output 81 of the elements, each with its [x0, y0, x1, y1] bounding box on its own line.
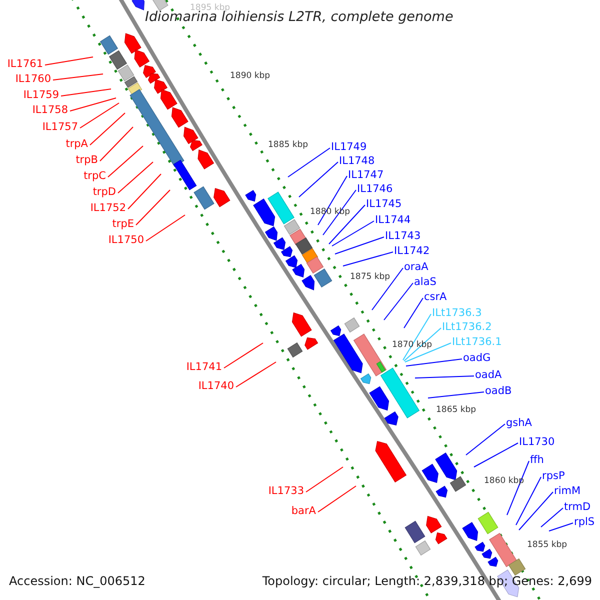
gene-label: ILt1736.1 [452, 336, 502, 348]
leader-line [100, 126, 134, 162]
gene-label: trpE [112, 218, 134, 230]
gene-label: IL1759 [23, 89, 59, 101]
gene-label: IL1741 [186, 361, 222, 373]
gene-label: IL1742 [394, 245, 430, 257]
leader-line [306, 466, 344, 492]
gene-label: ffh [530, 454, 544, 466]
gene-label: rimM [554, 485, 581, 497]
gene-label: csrA [424, 291, 447, 303]
leader-line [288, 148, 330, 178]
scale-label: 1855 kbp [527, 540, 568, 550]
gene-label: IL1761 [7, 58, 43, 70]
gene-label: IL1758 [32, 104, 68, 116]
leader-line [506, 460, 530, 516]
leader-line [136, 190, 170, 226]
leader-line [90, 112, 126, 146]
leader-line [428, 392, 484, 398]
scale-label: 1890 kbp [230, 71, 270, 81]
gene-label: oadG [463, 352, 491, 364]
gene-label: IL1747 [348, 169, 384, 181]
gene-label: oadA [475, 369, 502, 381]
leader-line [118, 162, 154, 194]
gene-label: IL1733 [268, 485, 304, 497]
gene-label: oraA [404, 261, 428, 273]
gene-label: barA [291, 505, 316, 517]
leader-line [334, 236, 384, 254]
leader-line [332, 220, 374, 246]
gene-label: rpsP [542, 470, 565, 482]
gene-label: trpD [92, 186, 116, 198]
leader-line [540, 508, 564, 528]
gene-label: IL1748 [339, 155, 375, 167]
footer-text: Accession: NC_006512 [9, 574, 146, 588]
leader-line [298, 162, 338, 198]
gene-label: IL1746 [357, 183, 393, 195]
gene-label: IL1740 [198, 380, 234, 392]
leader-line [128, 174, 162, 210]
scale-label: 1865 kbp [436, 405, 476, 415]
scale-label: 1885 kbp [268, 140, 308, 150]
leader-line [342, 252, 394, 266]
leader-line [108, 146, 144, 178]
leader-line [44, 56, 94, 66]
leader-line [318, 486, 356, 512]
leader-line [372, 268, 404, 310]
leader-line [414, 376, 474, 378]
leader-line [516, 476, 542, 526]
gene-label: IL1743 [385, 230, 421, 242]
scale-label: 1875 kbp [350, 272, 390, 282]
leader-line [548, 522, 574, 532]
gene-label: IL1744 [375, 214, 411, 226]
gene-label: IL1730 [519, 436, 555, 448]
gene-label: IL1757 [42, 121, 78, 133]
gene-label: oadB [485, 385, 512, 397]
gene-label: IL1750 [108, 234, 144, 246]
gene-label: IL1752 [90, 202, 126, 214]
gene-label: trpA [66, 138, 88, 150]
gene-label: ILt1736.3 [432, 307, 482, 319]
leader-line [80, 102, 120, 128]
gene-label: IL1745 [366, 198, 402, 210]
leader-line [404, 298, 424, 328]
leader-line [52, 74, 104, 80]
leader-line [384, 282, 414, 320]
gene-label: trmD [564, 501, 591, 513]
gene-label: gshA [506, 417, 532, 429]
leader-line [60, 88, 112, 96]
leader-line [70, 98, 116, 112]
leader-line [518, 492, 554, 530]
leader-line [406, 358, 462, 366]
leader-line [236, 362, 276, 388]
gene-label: IL1749 [331, 141, 367, 153]
footer-text: Topology: circular; Length: 2,839,318 bp; Genes: 2,699 [262, 574, 592, 588]
gene-label: IL1760 [15, 73, 51, 85]
gene-label: trpC [84, 170, 106, 182]
gene-label: alaS [414, 276, 436, 288]
leader-line [224, 342, 264, 368]
leader-line [466, 424, 506, 456]
gene-label: trpB [76, 154, 98, 166]
gene-label: ILt1736.2 [442, 321, 492, 333]
leader-line [146, 214, 186, 242]
leader-line [474, 442, 518, 468]
gene-label: rplS [574, 516, 595, 528]
